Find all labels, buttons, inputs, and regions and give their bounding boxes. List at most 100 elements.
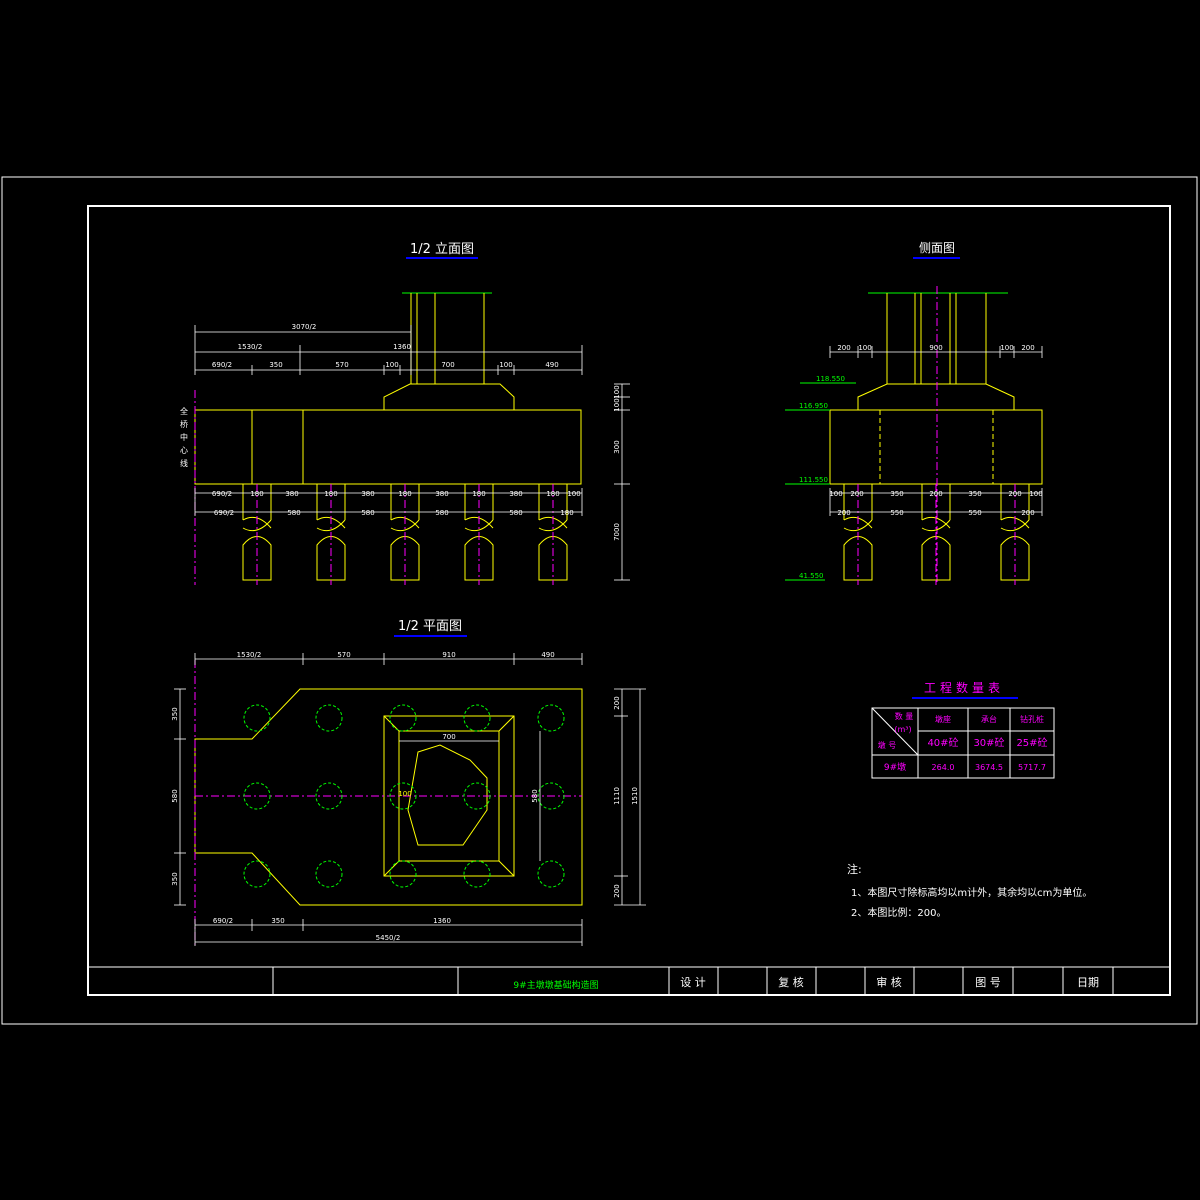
plan-pile-r1-c5: [537, 704, 565, 732]
side-pile-3: [1000, 484, 1030, 585]
svg-text:心: 心: [180, 446, 188, 455]
dim-690: 690/2: [212, 361, 232, 369]
svg-text:180: 180: [250, 490, 263, 498]
svg-text:全: 全: [180, 406, 188, 416]
plan-piles: [243, 704, 565, 888]
front-pile-2: [316, 484, 346, 585]
table-head-top: 数 量: [895, 711, 914, 721]
dim-1530: 1530/2: [238, 343, 263, 351]
outer-border: [1, 176, 1198, 1025]
svg-text:550: 550: [890, 509, 903, 517]
drawing-title: 9#主墩墩基础构造图: [513, 979, 598, 991]
front-bottom-dimensions: [194, 488, 583, 516]
dim-100b: 100: [499, 361, 512, 369]
plan-pile-r3-c2: [315, 860, 343, 888]
plan-pile-r1-c1: [243, 704, 271, 732]
plan-pile-r2-c4: [463, 782, 491, 810]
svg-text:910: 910: [442, 651, 455, 659]
svg-text:690/2: 690/2: [214, 509, 234, 517]
plan-dim-580: 580: [531, 789, 539, 802]
table-grade-1: 30#砼: [973, 736, 1004, 749]
plan-pile-r1-c2: [315, 704, 343, 732]
front-dim-row-labels: 690/2 690/2 180 380 180 380 180 380 180 …: [212, 490, 581, 517]
svg-text:350: 350: [890, 490, 903, 498]
table-col-2: 钻孔桩: [1020, 714, 1044, 724]
svg-text:350: 350: [171, 872, 179, 885]
table-head-left: 墩 号: [878, 740, 897, 750]
plan-top-dims: 1530/2 570 910 490: [237, 651, 555, 659]
svg-text:线: 线: [180, 458, 188, 468]
svg-text:350: 350: [271, 917, 284, 925]
quantity-table: 工程数量表 数 量 (m³) 墩 号 墩座 承台 钻孔桩 40#砼 30#砼 2…: [871, 680, 1055, 779]
svg-text:200: 200: [613, 696, 621, 709]
plan-pile-r2-c3: [389, 782, 417, 810]
plan-pile-r1-c4: [463, 704, 491, 732]
plan-pile-r3-c4: [463, 860, 491, 888]
front-pile-3: [390, 484, 420, 585]
svg-text:桥: 桥: [180, 419, 188, 429]
dim-v300: 300: [613, 440, 621, 453]
svg-text:200: 200: [613, 884, 621, 897]
svg-text:690/2: 690/2: [213, 917, 233, 925]
svg-text:100: 100: [567, 490, 580, 498]
svg-text:41.550: 41.550: [799, 572, 824, 580]
tb-review: 复 核: [778, 975, 804, 989]
table-title: 工程数量表: [924, 680, 1004, 695]
svg-text:111.550: 111.550: [799, 476, 828, 484]
plan-column-section: [407, 744, 488, 846]
svg-text:200: 200: [929, 490, 942, 498]
plan-center-label: 100: [398, 790, 411, 798]
svg-text:118.550: 118.550: [816, 375, 845, 383]
note-1: 1、本图尺寸除标高均以m计外，其余均以cm为单位。: [851, 886, 1092, 899]
plan-view: 1/2 平面图 1530/2 570 910 490: [171, 619, 646, 946]
svg-text:200: 200: [837, 509, 850, 517]
svg-text:1530/2: 1530/2: [237, 651, 262, 659]
svg-text:900: 900: [929, 344, 942, 352]
dim-490: 490: [545, 361, 558, 369]
plan-left-dims: 350 580 350: [171, 707, 179, 885]
notes-head: 注:: [847, 862, 862, 876]
svg-text:1360: 1360: [433, 917, 451, 925]
plan-bottom-dims: 690/2 350 1360 5450/2: [213, 917, 451, 942]
svg-text:380: 380: [285, 490, 298, 498]
tb-drawing-no: 图 号: [975, 976, 1001, 989]
svg-text:180: 180: [546, 490, 559, 498]
dim-1360: 1360: [393, 343, 411, 351]
svg-text:180: 180: [560, 509, 573, 517]
dim-100a: 100: [385, 361, 398, 369]
side-pier-cap: [857, 383, 1015, 411]
svg-text:580: 580: [435, 509, 448, 517]
side-footing: [829, 409, 1043, 485]
tb-date: 日期: [1077, 976, 1099, 989]
svg-text:100: 100: [858, 344, 871, 352]
front-centerline-label: 全 桥 中 心 线: [180, 406, 188, 468]
svg-text:1510: 1510: [631, 787, 639, 805]
svg-text:690/2: 690/2: [212, 490, 232, 498]
svg-text:200: 200: [837, 344, 850, 352]
dim-3070: 3070/2: [292, 323, 317, 331]
svg-text:100: 100: [1000, 344, 1013, 352]
svg-text:350: 350: [171, 707, 179, 720]
svg-text:490: 490: [541, 651, 554, 659]
side-pile-2: [921, 484, 951, 585]
dim-570: 570: [335, 361, 348, 369]
plan-right-dims: 200 1110 200 1510: [613, 696, 639, 897]
side-top-dims: 200 100 900 100 200: [837, 344, 1034, 352]
svg-text:570: 570: [337, 651, 350, 659]
front-title: 1/2 立面图: [410, 242, 474, 257]
plan-pile-r2-c1: [243, 782, 271, 810]
table-col-1: 承台: [981, 714, 997, 724]
side-bottom-dims: 100 200 350 200 350 200 100 200 550 550 …: [829, 490, 1042, 517]
table-col-0: 墩座: [935, 714, 951, 724]
dim-v100a: 100: [613, 385, 621, 398]
svg-text:580: 580: [287, 509, 300, 517]
inner-border: [87, 205, 1171, 996]
table-value-1: 3674.5: [975, 763, 1003, 772]
tb-check: 审 核: [876, 975, 902, 989]
front-right-vertical-dims: [614, 383, 630, 581]
table-grade-2: 25#砼: [1016, 736, 1047, 749]
svg-text:200: 200: [850, 490, 863, 498]
front-pile-4: [464, 484, 494, 585]
svg-text:200: 200: [1008, 490, 1021, 498]
side-title: 侧面图: [919, 241, 955, 255]
